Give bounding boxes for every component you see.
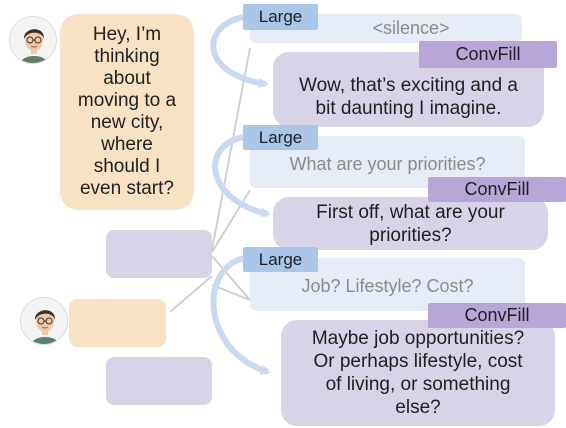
convfill-model-tag-2: ConvFill — [428, 177, 566, 202]
convfill-model-tag: ConvFill — [419, 41, 557, 68]
convfill-reply-bubble-2: First off, what are your priorities? — [273, 197, 548, 250]
user-message-line: moving to a — [77, 90, 177, 111]
large-model-tag-3: Large — [243, 247, 318, 272]
flow-arrow-2 — [212, 134, 271, 218]
large-model-tag: Large — [243, 4, 318, 30]
bot-placeholder-bubble — [106, 230, 212, 278]
convfill-model-tag-label-2: ConvFill — [464, 179, 530, 199]
convfill-reply-bubble-3: Maybe job opportunities? Or perhaps life… — [281, 320, 555, 426]
convfill-model-tag-label-3: ConvFill — [464, 305, 530, 325]
convfill-reply-line-3: Or perhaps lifestyle, cost — [313, 351, 523, 372]
user-message-line: thinking — [94, 46, 160, 67]
user-message-line: even start? — [79, 178, 174, 199]
flow-arrow-1 — [210, 14, 269, 89]
large-reply-text: <silence> — [372, 18, 450, 38]
user-avatar-icon-2 — [20, 297, 68, 345]
connector-line-5 — [169, 275, 213, 313]
convfill-model-tag-3: ConvFill — [428, 303, 566, 328]
convfill-model-tag-label: ConvFill — [455, 44, 521, 64]
convfill-reply-line-3: else? — [395, 397, 441, 418]
user-message-line: where — [101, 134, 153, 155]
user-message-line: new city, — [90, 112, 164, 133]
user-message-line: should I — [93, 156, 161, 177]
connector-line-3 — [211, 255, 251, 301]
user-message-line: about — [103, 68, 151, 89]
large-reply-text-3: Job? Lifestyle? Cost? — [301, 276, 474, 296]
convfill-reply-line: bit daunting I imagine. — [315, 97, 502, 119]
convfill-reply-line-3: Maybe job opportunities? — [311, 328, 525, 349]
user-avatar-icon — [9, 16, 57, 64]
large-model-tag-2: Large — [243, 125, 318, 150]
user-placeholder-bubble — [69, 299, 166, 347]
bot-placeholder-bubble-2 — [106, 357, 212, 405]
large-model-tag-label-2: Large — [258, 127, 303, 147]
convfill-reply-line: Wow, that’s exciting and a — [299, 74, 518, 96]
convfill-reply-line-2: priorities? — [369, 224, 452, 246]
user-message-line: Hey, I’m — [92, 24, 162, 45]
user-message-bubble: Hey, I’m thinking about moving to a new … — [60, 14, 194, 210]
large-model-tag-label-3: Large — [258, 249, 303, 269]
large-model-tag-label: Large — [258, 7, 303, 26]
convfill-reply-line-2: First off, what are your — [316, 201, 505, 223]
convfill-reply-line-3: of living, or something — [325, 374, 511, 395]
flow-arrow-3 — [210, 255, 271, 375]
large-reply-text-2: What are your priorities? — [289, 153, 486, 174]
connector-line-2 — [211, 189, 251, 253]
